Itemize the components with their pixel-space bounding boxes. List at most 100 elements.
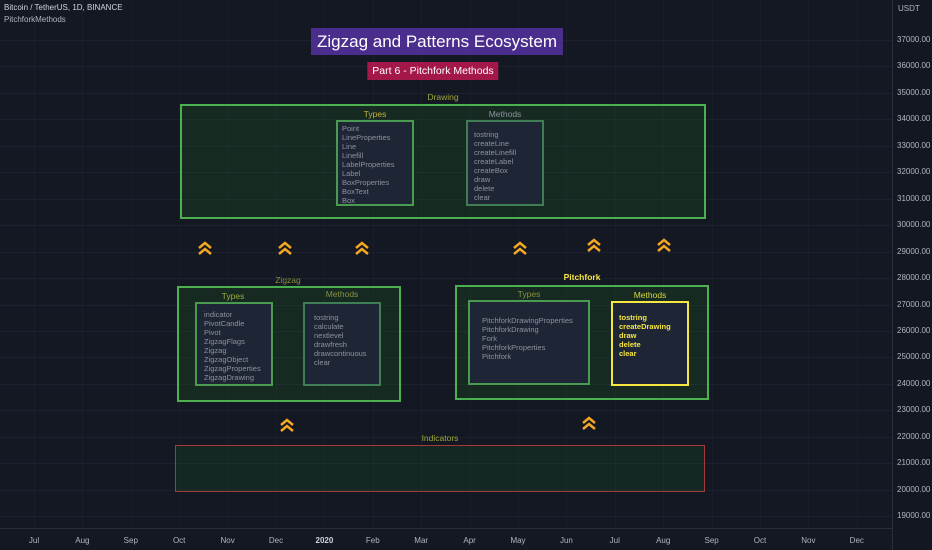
list-item: Label (342, 169, 361, 178)
title-label: Zigzag and Patterns Ecosystem (310, 28, 564, 55)
price-label: 28000.00 (897, 273, 931, 283)
list-item: createLinefill (474, 148, 517, 157)
list-item: delete (474, 184, 495, 193)
time-label: Nov (220, 536, 235, 545)
grid-line (34, 0, 35, 528)
grid-line (0, 489, 892, 491)
price-label: 19000.00 (897, 511, 931, 521)
list-item: PitchforkProperties (482, 343, 546, 352)
list-item: clear (474, 193, 491, 202)
list-item: Fork (482, 334, 497, 343)
time-label: 2020 (315, 536, 334, 545)
time-axis[interactable] (0, 528, 892, 550)
time-label: Dec (268, 536, 284, 545)
symbol-title[interactable]: Bitcoin / TetherUS, 1D, BINANCE (4, 3, 123, 12)
list-item: PitchforkDrawing (482, 325, 539, 334)
time-label: Oct (753, 536, 767, 545)
grid-line (808, 0, 810, 528)
list-item: delete (619, 340, 641, 349)
price-label: 23000.00 (897, 405, 931, 415)
grid-line (421, 0, 423, 528)
list-item: Line (342, 142, 357, 151)
list-item: ZigzagProperties (204, 364, 261, 373)
chevron-up-icon (280, 418, 294, 432)
list-item: createLine (474, 139, 510, 148)
list-item: tostring (474, 130, 499, 139)
price-label: 37000.00 (897, 35, 931, 44)
grid-line (324, 0, 326, 528)
grid-line (0, 304, 892, 306)
chevron-up-icon (513, 241, 527, 255)
pitchfork-methods-label: Methods (633, 290, 667, 300)
pitchfork-types-label: Types (517, 289, 541, 299)
list-item: draw (474, 175, 491, 184)
price-label: 33000.00 (897, 140, 931, 150)
time-label: Sep (123, 536, 138, 545)
drawing-box (180, 104, 706, 219)
list-item: LabelProperties (342, 160, 395, 169)
grid-line (0, 383, 892, 385)
zigzag-types-label: Types (221, 291, 245, 301)
time-label: Nov (801, 536, 816, 545)
list-item: tostring (314, 313, 339, 322)
indicators-box (175, 445, 705, 492)
grid-line (711, 0, 713, 528)
grid-line (0, 330, 892, 332)
list-item: Linefill (342, 151, 364, 160)
pitchfork-label: Pitchfork (563, 272, 601, 282)
zigzag-label: Zigzag (275, 275, 301, 285)
time-label: Dec (849, 536, 864, 545)
grid-line (0, 225, 892, 227)
subtitle-label: Part 6 - Pitchfork Methods (367, 62, 499, 80)
grid-line (0, 119, 892, 121)
list-item: Pitchfork (482, 352, 512, 361)
time-label: May (510, 536, 526, 545)
zigzag-methods-label: Methods (325, 289, 359, 299)
grid-line (518, 0, 519, 528)
list-item: createDrawing (619, 322, 671, 331)
grid-line (760, 0, 761, 528)
grid-line (469, 0, 471, 528)
chevron-up-icon (587, 238, 601, 252)
list-item: clear (619, 349, 637, 358)
chevron-up-icon (355, 241, 369, 255)
grid-line (0, 198, 892, 200)
price-label: 36000.00 (897, 61, 931, 71)
grid-line (0, 92, 892, 94)
list-item: draw (619, 331, 637, 340)
list-item: Zigzag (204, 346, 227, 355)
list-item: BoxProperties (342, 178, 390, 187)
time-label: Mar (414, 536, 429, 545)
grid-line (372, 0, 374, 528)
list-item: drawcontinuous (314, 349, 367, 358)
indicator-title[interactable]: PitchforkMethods (4, 15, 66, 24)
list-item: PitchforkDrawingProperties (482, 316, 573, 325)
time-label: Aug (656, 536, 671, 545)
list-item: LineProperties (342, 133, 391, 142)
time-label: Jun (559, 536, 573, 545)
chevron-up-icon (582, 416, 596, 430)
grid-line (0, 251, 892, 253)
grid-line (614, 0, 616, 528)
grid-line (0, 516, 892, 518)
time-label: Apr (463, 536, 476, 545)
drawing-methods-label: Methods (488, 109, 522, 119)
price-label: 21000.00 (897, 458, 931, 468)
chevron-up-icon (278, 241, 292, 255)
grid-line (663, 0, 665, 528)
price-label: 34000.00 (897, 114, 931, 124)
price-axis[interactable] (892, 0, 932, 550)
indicators-label: Indicators (421, 433, 459, 443)
currency-label: USDT (898, 4, 920, 13)
grid-line (0, 463, 892, 465)
price-label: 31000.00 (897, 193, 931, 203)
time-label: Sep (704, 536, 719, 545)
time-label: Aug (75, 536, 90, 545)
